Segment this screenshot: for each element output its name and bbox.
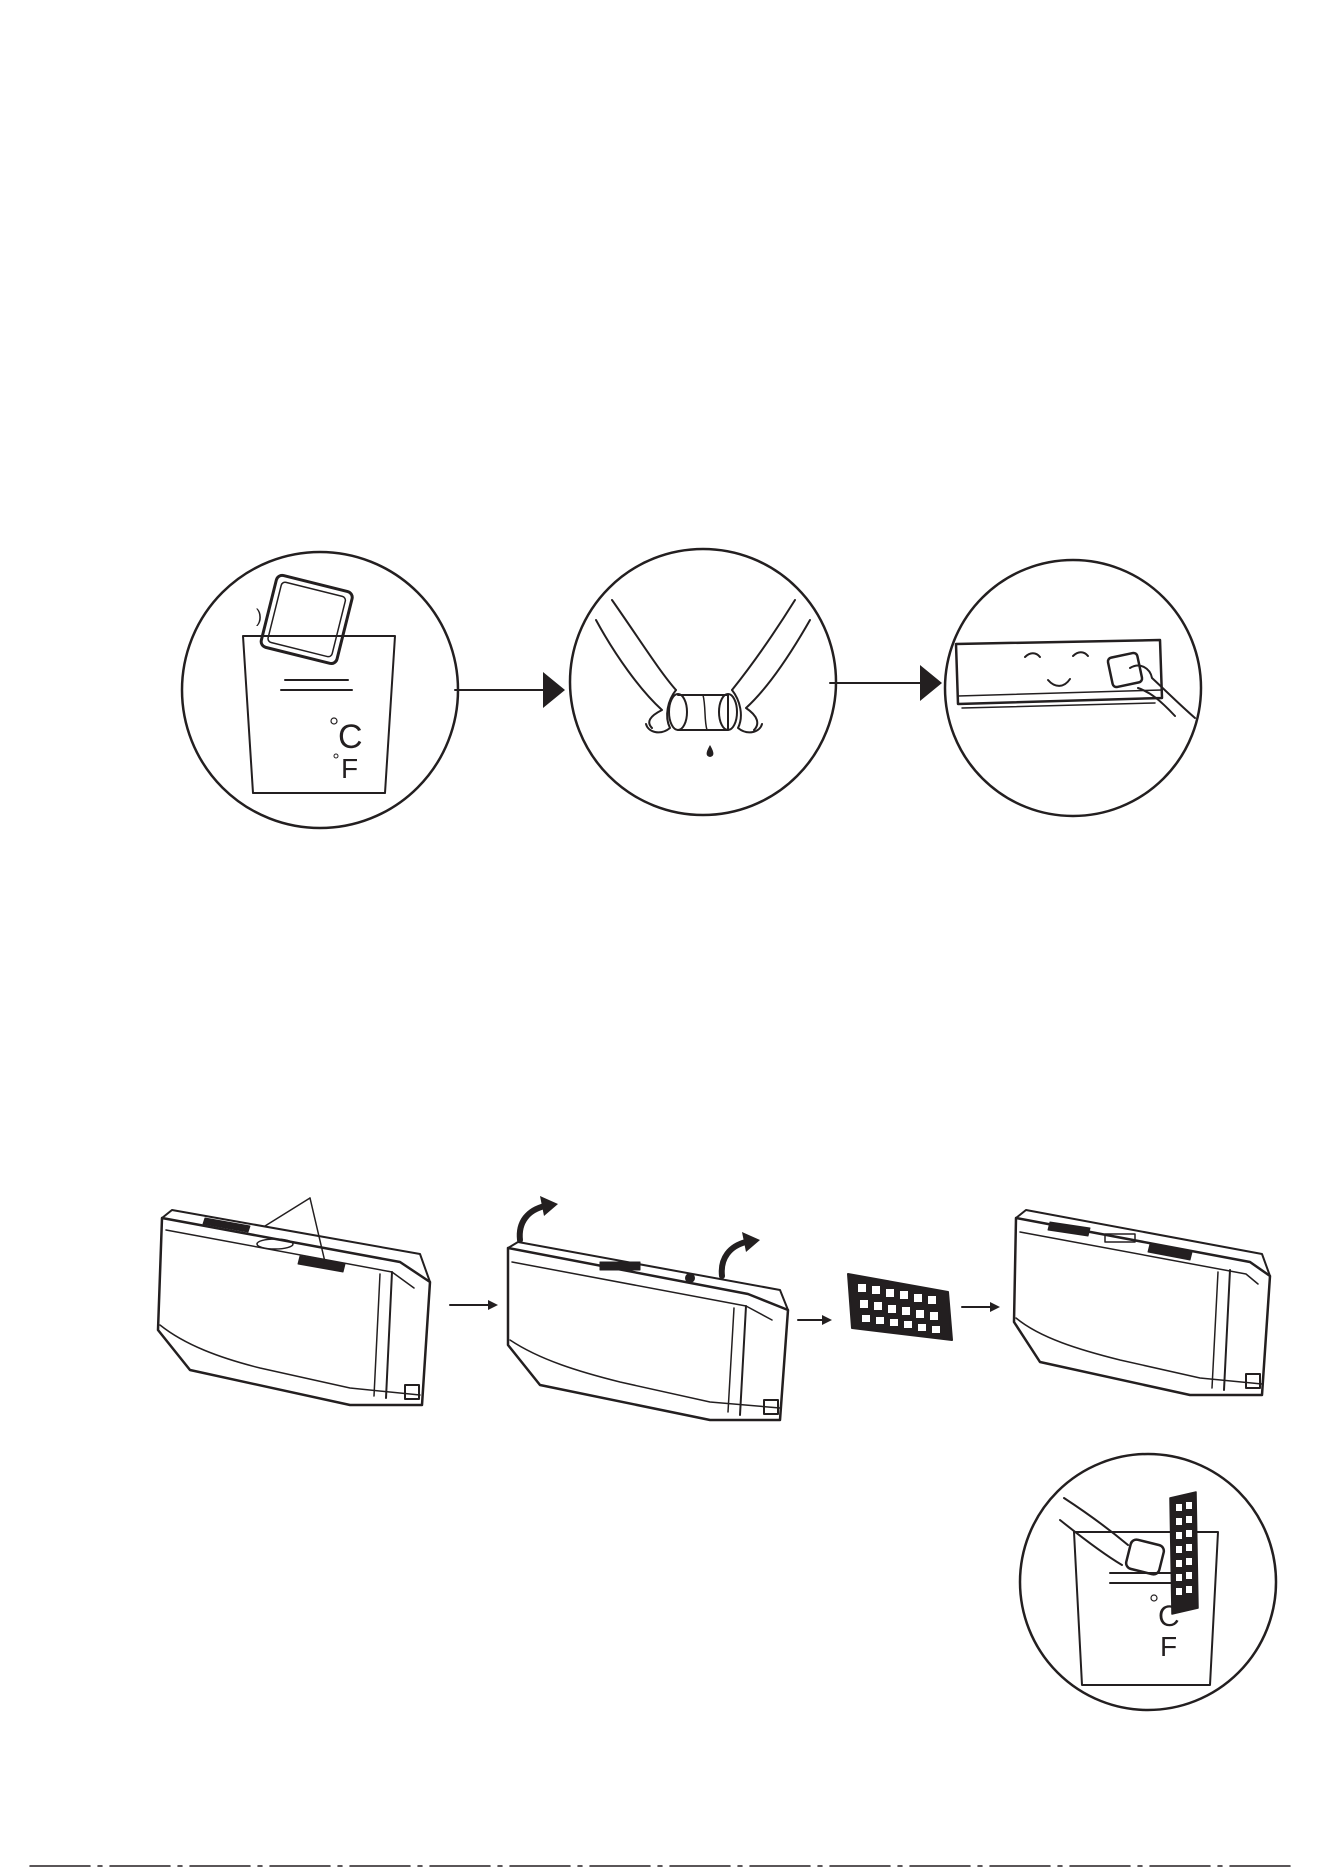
indoor-unit-open-illustration: [1014, 1210, 1270, 1395]
arrow-right-icon: [455, 672, 565, 708]
celsius-label: C: [338, 718, 363, 756]
arrow-right-icon: [830, 665, 942, 701]
arrow-right-icon: [962, 1302, 1000, 1312]
celsius-label: C: [1158, 1600, 1180, 1633]
arrow-right-icon: [450, 1300, 498, 1310]
air-filter-illustration: [848, 1274, 952, 1340]
soak-panel-illustration: ) C F: [182, 552, 458, 828]
wash-filter-illustration: C F: [1020, 1454, 1276, 1710]
lift-arrow-icon: [520, 1206, 545, 1240]
soak-mark: ): [256, 606, 262, 626]
fahrenheit-label: F: [341, 753, 358, 784]
wring-cloth-illustration: [570, 549, 836, 815]
wipe-unit-illustration: [945, 560, 1201, 816]
fahrenheit-label: F: [1160, 1631, 1177, 1662]
filter-cleaning-figure: C F: [158, 1196, 1276, 1710]
panel-cleaning-figure: ) C F: [182, 549, 1201, 828]
indoor-unit-closed-illustration: [158, 1198, 430, 1405]
arrow-right-icon: [798, 1315, 832, 1325]
lift-arrow-icon: [722, 1242, 746, 1276]
indoor-unit-lift-panel-illustration: [508, 1196, 788, 1420]
